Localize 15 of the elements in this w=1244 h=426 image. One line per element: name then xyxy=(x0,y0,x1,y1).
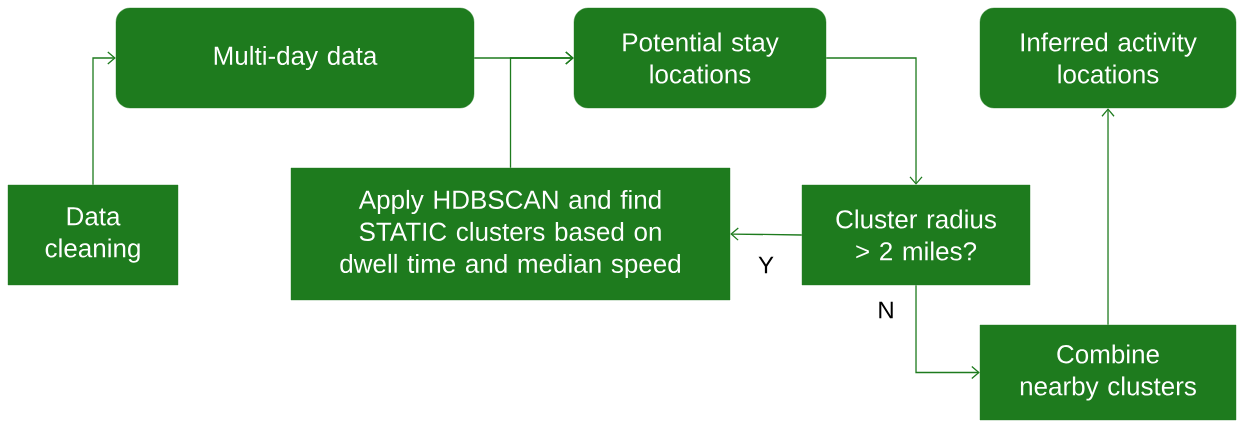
edge-label: N xyxy=(876,300,896,320)
arrow xyxy=(1101,108,1115,326)
process-box: Multi-day data xyxy=(115,7,475,109)
arrow xyxy=(92,51,116,186)
arrow xyxy=(825,57,923,185)
arrow xyxy=(915,284,980,380)
decision-box: Cluster radius > 2 miles? xyxy=(801,184,1031,286)
process-box: Apply HDBSCAN and find STATIC clusters based on dwell time and median speed xyxy=(290,167,731,301)
process-box: Inferred activity locations xyxy=(979,7,1237,109)
process-box: Data cleaning xyxy=(7,184,179,286)
arrow xyxy=(730,227,803,241)
arrow xyxy=(509,51,574,169)
process-box: Potential stay locations xyxy=(573,7,827,109)
edge-label: Y xyxy=(757,255,775,275)
process-box: Combine nearby clusters xyxy=(979,324,1237,421)
